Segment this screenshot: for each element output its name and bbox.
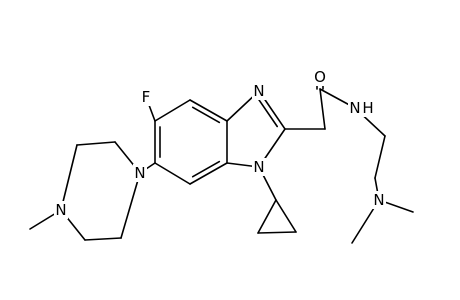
atom-h: H [361,99,375,117]
double-bond-N3-C2-inner [257,98,279,128]
atom-np2: N [54,201,68,219]
bond-E1-E2 [374,135,386,179]
atom-label-n1: N [253,158,264,176]
atom-label-background [54,201,68,219]
atom-o: O [313,68,327,86]
bond-a6-a1 [154,99,191,122]
double-bond-a1-a2 [189,99,228,122]
bond-pc3-pc4 [84,237,122,241]
atom-label-f: F [142,88,151,106]
atom-label-background [252,82,266,100]
atom-label-h: H [362,99,373,117]
atom-nh: N [348,99,362,117]
atom-n3: N [252,82,266,100]
atom-label-n3: N [253,82,264,100]
atom-label-background [361,99,375,117]
atom-np1: N [133,164,147,182]
atom-label-o: O [314,68,326,86]
atom-n1: N [252,158,266,176]
atom-label-np1: N [134,164,145,182]
atom-label-np2: N [55,201,66,219]
bond-a4-a5 [154,162,191,185]
atom-nme2: N [372,191,386,209]
atom-label-background [372,191,386,209]
double-bond-a3-a4-inner [191,160,221,178]
bond-cp1-cp2 [257,231,297,234]
bond-cp0-cp1 [275,199,297,233]
atom-label-background [348,99,362,117]
bond-CH2-CO [319,88,326,130]
double-bond-a1-a2-inner [191,106,221,124]
atom-label-background [252,158,266,176]
double-bond-a3-a4 [189,162,228,185]
atom-f: F [139,88,153,106]
atom-label-background [313,68,327,86]
bond-pc4-NP1 [120,172,141,239]
atom-label-nh: N [349,99,360,117]
bond-pc1-pc2 [76,141,116,146]
atom-label-background [133,164,147,182]
atom-label-nme2: N [373,191,384,209]
bond-pc2-NP2 [60,144,78,211]
bond-cp2-cp0 [257,199,277,234]
atom-label-background [139,88,153,106]
